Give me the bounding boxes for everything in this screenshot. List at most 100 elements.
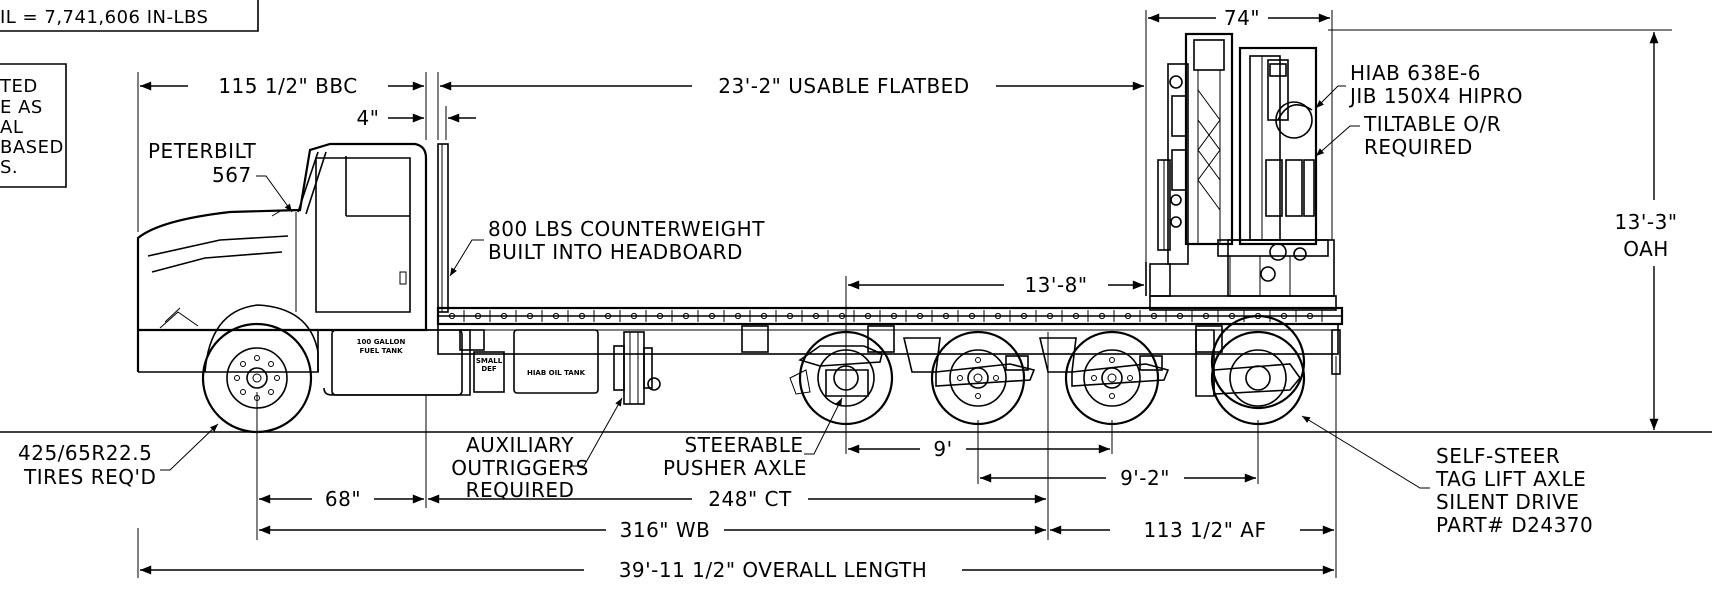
deck-rivet <box>942 312 950 320</box>
dim-height-line-2: OAH <box>1623 237 1669 261</box>
extension-lines <box>137 10 1672 578</box>
tiltable-line-1: TILTABLE O/R <box>1363 112 1501 136</box>
deck-rivet <box>1228 312 1236 320</box>
fuel-tank-line-2: FUEL TANK <box>359 347 403 355</box>
flatbed-deck <box>436 306 1344 355</box>
deck-rivet <box>812 312 820 320</box>
dim-crane-width-label: 74" <box>1224 6 1260 30</box>
dim-9-2-label: 9'-2" <box>1120 466 1170 490</box>
note-box: TED E AS AL BASED S. <box>0 63 67 188</box>
dim-68: 68" <box>259 487 424 511</box>
deck-rivet <box>838 312 846 320</box>
deck-rivet <box>1280 312 1288 320</box>
tag-axle <box>1195 314 1341 426</box>
counterweight-line-2: BUILT INTO HEADBOARD <box>488 240 743 264</box>
deck-rivet <box>1098 312 1106 320</box>
callout-tiltable: TILTABLE O/R REQUIRED <box>1315 112 1501 159</box>
note-line-1: TED <box>0 76 38 97</box>
callout-tag-axle: SELF-STEER TAG LIFT AXLE SILENT DRIVE PA… <box>1301 415 1593 537</box>
note-line-4: BASED <box>0 137 64 158</box>
truck-cab <box>136 142 471 396</box>
deck-rivet <box>1176 312 1184 320</box>
dim-af: 113 1/2" AF <box>1049 518 1335 542</box>
deck-rivet <box>1202 312 1210 320</box>
oil-tank: HIAB OIL TANK <box>513 329 599 394</box>
moment-text: IL = 7,741,606 IN-LBS <box>0 7 208 28</box>
drive-axle-1 <box>902 330 1036 426</box>
dim-overall: 39'-11 1/2" OVERALL LENGTH <box>140 558 1335 582</box>
drive-axle-2 <box>1038 330 1170 426</box>
dim-9-label: 9' <box>933 437 952 461</box>
counterweight-line-1: 800 LBS COUNTERWEIGHT <box>488 217 765 241</box>
dim-9: 9' <box>848 437 1111 461</box>
callout-counterweight: 800 LBS COUNTERWEIGHT BUILT INTO HEADBOA… <box>449 217 765 277</box>
pusher-line-1: STEERABLE <box>685 433 804 457</box>
deck-rivet <box>994 312 1002 320</box>
note-line-2: E AS <box>0 97 43 118</box>
tag-axle-line-2: TAG LIFT AXLE <box>1435 467 1586 491</box>
tires-line-1: 425/65R22.5 <box>18 441 152 465</box>
dim-height: 13'-3" OAH <box>1614 32 1677 430</box>
dim-68-label: 68" <box>325 487 361 511</box>
deck-rivet <box>526 312 534 320</box>
def-tank-line-1: SMALL <box>476 357 503 365</box>
deck-rivet <box>916 312 924 320</box>
hiab-crane <box>1145 32 1337 311</box>
dim-height-line-1: 13'-3" <box>1614 210 1677 234</box>
deck-rivet <box>708 312 716 320</box>
dim-9-2: 9'-2" <box>980 466 1257 490</box>
dim-af-label: 113 1/2" AF <box>1144 518 1267 542</box>
callout-tires: 425/65R22.5 TIRES REQ'D <box>18 423 219 489</box>
dim-wb-label: 316" WB <box>620 518 711 542</box>
note-line-3: AL <box>0 117 23 138</box>
deck-rivet <box>1306 312 1314 320</box>
outriggers-line-2: OUTRIGGERS <box>451 456 589 480</box>
dim-13-8: 13'-8" <box>848 273 1145 297</box>
pusher-line-2: PUSHER AXLE <box>663 456 807 480</box>
deck-rivet <box>682 312 690 320</box>
callout-pusher: STEERABLE PUSHER AXLE <box>663 397 843 480</box>
deck-rivet <box>1072 312 1080 320</box>
dim-ct: 248" CT <box>428 487 1047 511</box>
deck-rivet <box>890 312 898 320</box>
truck-model: 567 <box>212 163 252 187</box>
oil-tank-label: HIAB OIL TANK <box>527 369 586 377</box>
pusher-axle <box>789 330 894 426</box>
deck-rivet <box>1046 312 1054 320</box>
fuel-tank-line-1: 100 GALLON <box>357 338 406 346</box>
callout-peterbilt: PETERBILT 567 <box>148 139 293 213</box>
tag-axle-line-3: SILENT DRIVE <box>1436 490 1579 514</box>
tag-axle-line-4: PART# D24370 <box>1436 513 1593 537</box>
dim-flatbed: 23'-2" USABLE FLATBED <box>440 74 1145 98</box>
outriggers-line-1: AUXILIARY <box>466 433 574 457</box>
dim-bbc-label: 115 1/2" BBC <box>218 74 357 98</box>
tiltable-line-2: REQUIRED <box>1364 135 1473 159</box>
dim-wb: 316" WB <box>259 518 1047 542</box>
deck-rivet <box>760 312 768 320</box>
callout-outriggers: AUXILIARY OUTRIGGERS REQUIRED <box>451 397 623 502</box>
deck-rivet <box>864 312 872 320</box>
tag-axle-line-1: SELF-STEER <box>1436 444 1560 468</box>
auxiliary-outrigger <box>613 331 661 405</box>
deck-rivet <box>786 312 794 320</box>
deck-rivet <box>734 312 742 320</box>
crane-model: HIAB 638E-6 <box>1350 61 1481 85</box>
note-line-5: S. <box>0 157 18 178</box>
tires-line-2: TIRES REQ'D <box>23 465 156 489</box>
deck-rivet <box>500 312 508 320</box>
deck-rivet <box>1124 312 1132 320</box>
bed-plates <box>459 325 1223 353</box>
deck-rivet <box>1150 312 1158 320</box>
deck-rivet <box>448 312 456 320</box>
dim-gap-label: 4" <box>357 106 380 130</box>
def-tank: SMALL DEF <box>473 351 505 393</box>
fuel-tank: 100 GALLON FUEL TANK <box>331 329 463 396</box>
deck-rivet <box>968 312 976 320</box>
crane-jib: JIB 150X4 HIPRO <box>1348 84 1523 108</box>
deck-rivet <box>604 312 612 320</box>
dim-13-8-label: 13'-8" <box>1024 273 1087 297</box>
callout-crane: HIAB 638E-6 JIB 150X4 HIPRO <box>1315 61 1523 109</box>
dim-gap: 4" <box>357 106 476 130</box>
deck-rivet <box>656 312 664 320</box>
